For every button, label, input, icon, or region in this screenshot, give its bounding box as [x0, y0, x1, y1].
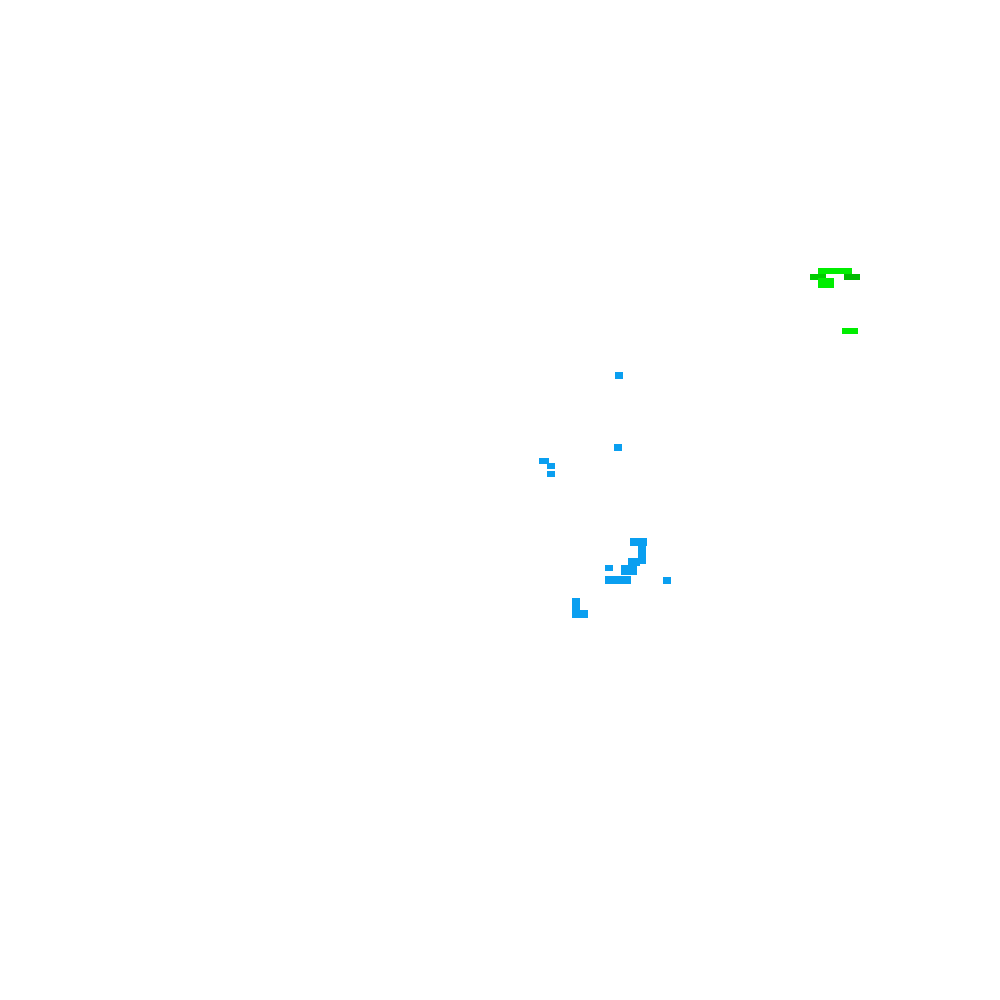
blue-pixel — [638, 546, 646, 564]
blue-pixel — [547, 463, 555, 469]
blue-pixel — [572, 598, 580, 612]
green-pixel — [818, 268, 852, 274]
blue-pixel — [663, 577, 671, 584]
blue-pixel — [605, 576, 631, 584]
green-pixel — [844, 274, 860, 280]
blue-pixel — [605, 565, 613, 571]
green-pixel — [842, 328, 858, 334]
blue-pixel — [572, 610, 588, 618]
green-pixel — [818, 278, 834, 288]
blue-pixel — [615, 372, 623, 379]
blue-pixel — [621, 565, 637, 575]
blue-pixel — [614, 444, 622, 451]
blue-pixel — [547, 471, 555, 477]
blue-pixel — [539, 458, 549, 464]
blue-pixel — [628, 558, 640, 566]
blue-pixel — [630, 538, 647, 546]
green-pixel — [810, 274, 826, 280]
